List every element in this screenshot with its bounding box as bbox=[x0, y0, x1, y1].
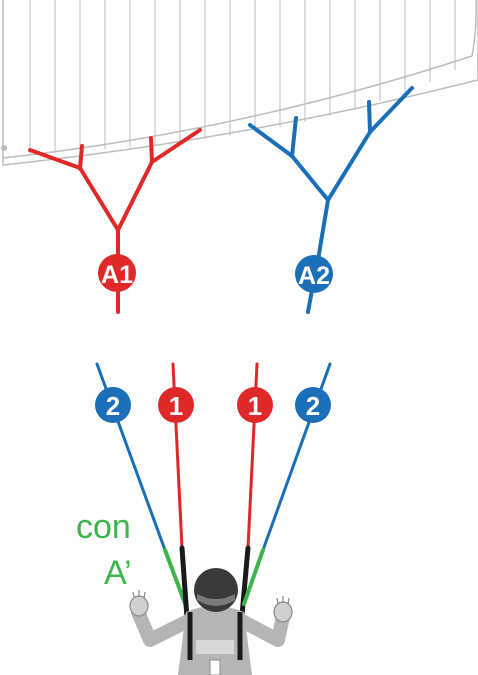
badge-left-a: 1 bbox=[158, 387, 194, 423]
badge-a1: A1 bbox=[98, 254, 136, 292]
canopy-lower-edge bbox=[2, 0, 477, 159]
canopy-corner-dot bbox=[1, 145, 7, 151]
riser-left-b-a-prime bbox=[163, 548, 188, 608]
pilot-left-arm bbox=[131, 605, 197, 647]
badge-left-a-label: 1 bbox=[169, 391, 183, 421]
note-line-a-prime: A’ bbox=[104, 554, 132, 592]
badge-right-b-label: 2 bbox=[306, 391, 320, 421]
badge-a1-label: A1 bbox=[101, 261, 133, 289]
pilot-chest-strap bbox=[196, 640, 234, 654]
pilot-buckle bbox=[209, 659, 221, 675]
badge-right-a-label: 1 bbox=[248, 391, 262, 421]
canopy-cell-lines bbox=[29, 0, 456, 155]
pilot-visor bbox=[197, 594, 235, 606]
badge-a2: A2 bbox=[295, 255, 333, 293]
badge-right-b: 2 bbox=[295, 387, 331, 423]
pilot-left-hand bbox=[129, 590, 149, 617]
pilot-figure bbox=[129, 568, 293, 675]
a1-line-cascade bbox=[28, 128, 202, 314]
riser-right-b-a-prime bbox=[242, 548, 265, 606]
canopy-outline bbox=[2, 0, 478, 166]
badge-left-b-label: 2 bbox=[106, 391, 120, 421]
a2-line-cascade bbox=[248, 86, 414, 314]
badge-left-b: 2 bbox=[95, 387, 131, 423]
canopy bbox=[1, 0, 478, 166]
pilot-right-hand bbox=[273, 596, 293, 623]
note-line-con: con bbox=[76, 508, 131, 546]
badge-a2-label: A2 bbox=[298, 262, 330, 290]
badge-right-a: 1 bbox=[237, 387, 273, 423]
